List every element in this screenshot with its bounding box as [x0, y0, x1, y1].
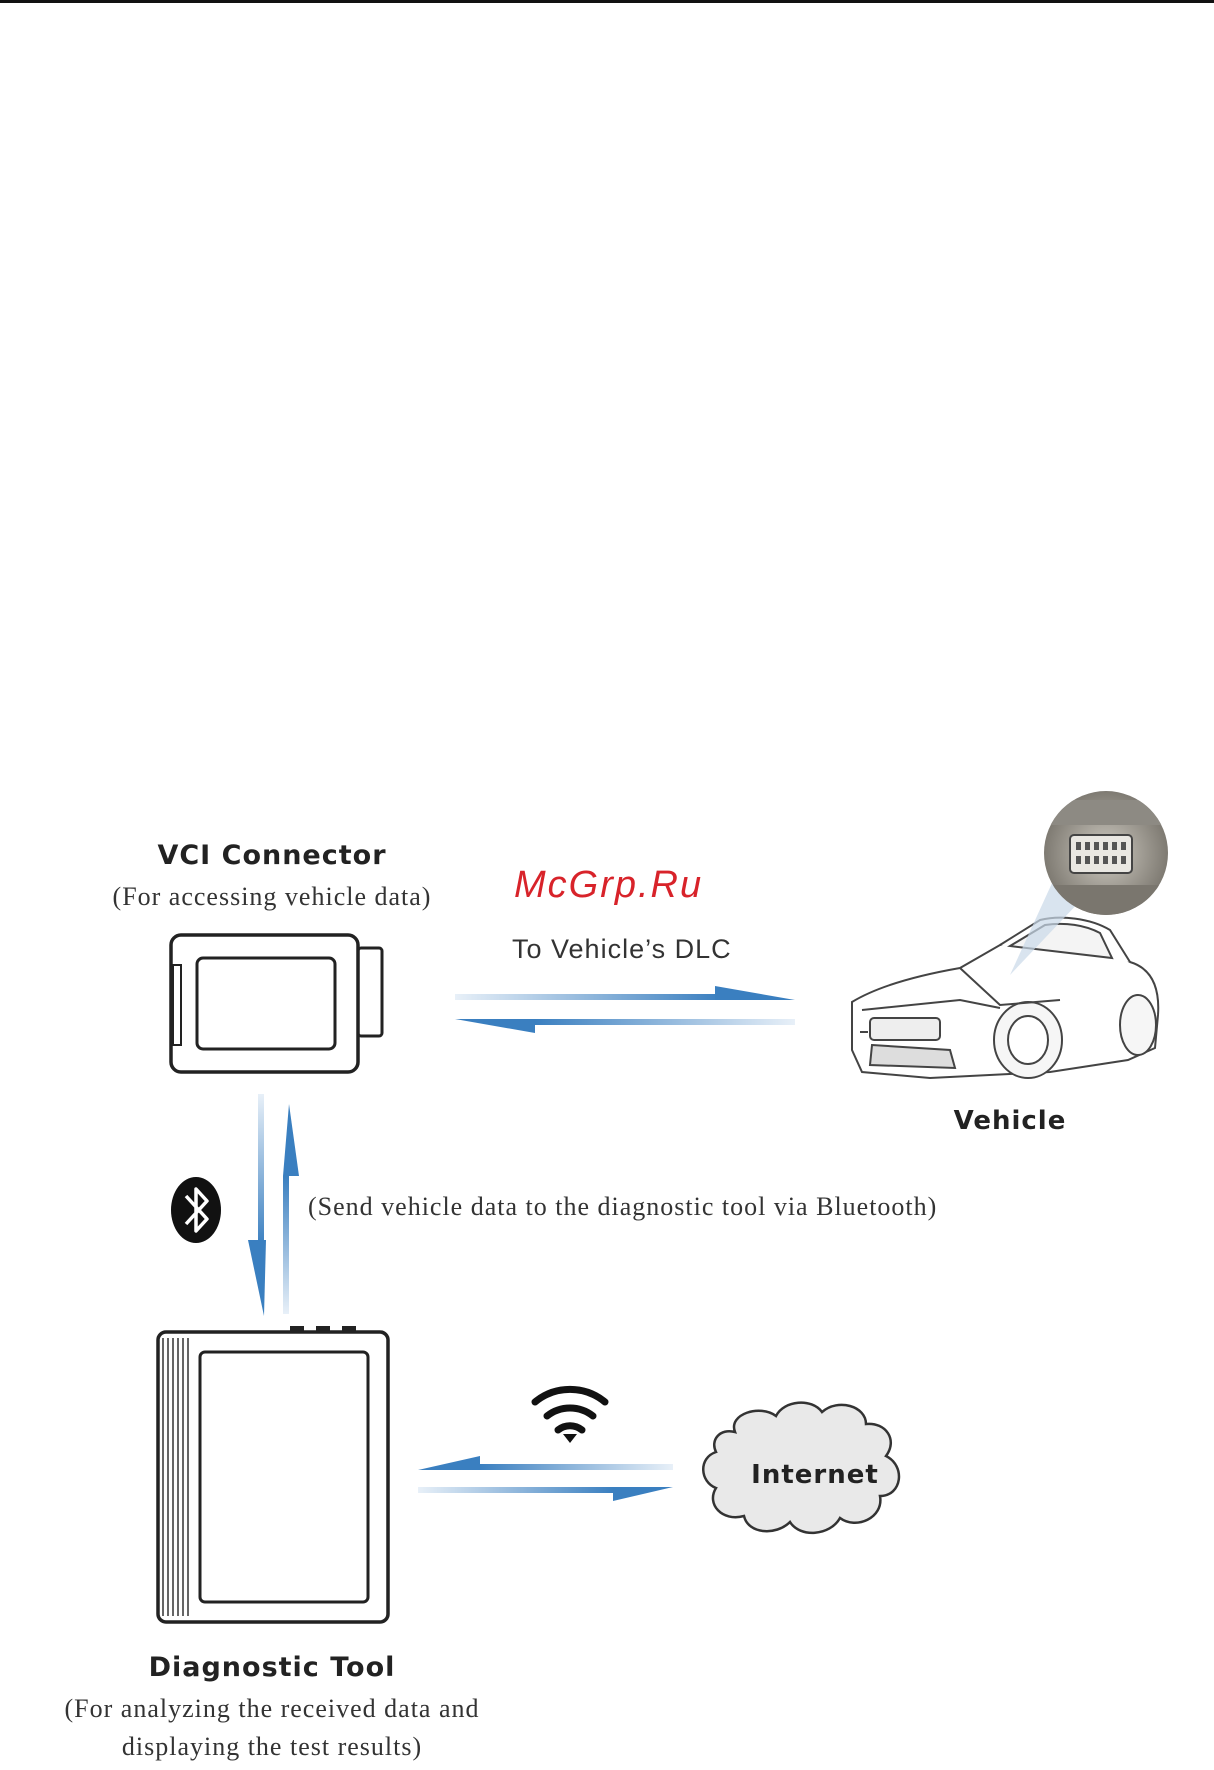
arrow-from-vehicle — [455, 1019, 795, 1033]
internet-label: Internet — [751, 1460, 879, 1490]
watermark: McGrp.Ru — [514, 864, 703, 907]
vci-connector-title: VCI Connector — [157, 840, 386, 871]
dlc-label: To Vehicle’s DLC — [512, 934, 732, 965]
arrow-from-internet — [418, 1456, 673, 1470]
vci-connector-subtitle: (For accessing vehicle data) — [113, 882, 432, 912]
arrow-to-internet — [418, 1487, 673, 1501]
diagnostic-tool-subtitle-line2: displaying the test results) — [122, 1732, 422, 1762]
diagnostic-tool-subtitle-line1: (For analyzing the received data and — [65, 1694, 480, 1724]
arrow-down-to-tool — [248, 1094, 266, 1316]
diagnostic-tool-title: Diagnostic Tool — [149, 1652, 396, 1683]
arrow-up-to-vci — [283, 1104, 299, 1314]
vehicle-title: Vehicle — [954, 1106, 1067, 1136]
vci-connector-device — [171, 935, 382, 1072]
arrow-to-vehicle — [455, 986, 795, 1000]
diagnostic-tool-device — [158, 1326, 388, 1622]
bluetooth-note: (Send vehicle data to the diagnostic too… — [308, 1192, 937, 1222]
car-illustration — [852, 918, 1158, 1078]
wifi-icon — [535, 1389, 605, 1443]
bluetooth-icon — [171, 1177, 221, 1243]
